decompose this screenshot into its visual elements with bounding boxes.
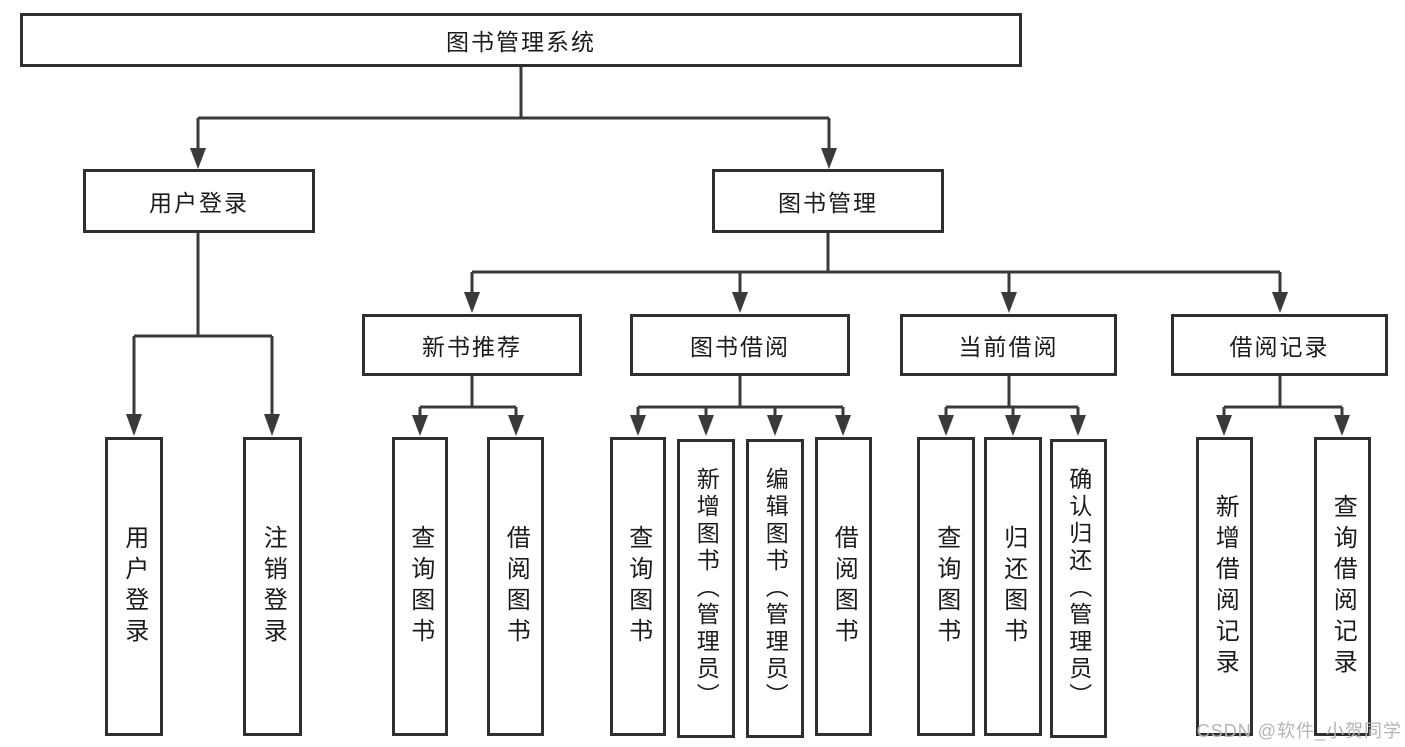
arrowhead-icon xyxy=(126,414,142,436)
leaf-borrow-books-recommend: 借阅图书 xyxy=(487,437,544,736)
node-root-system: 图书管理系统 xyxy=(20,13,1022,67)
leaf-query-borrow-record: 查询借阅记录 xyxy=(1314,437,1371,736)
leaf-confirm-return-admin: 确认归还（管理员） xyxy=(1050,439,1107,738)
arrowhead-icon xyxy=(835,415,851,436)
leaf-query-books-recommend: 查询图书 xyxy=(392,437,448,736)
leaf-query-books-borrowing: 查询图书 xyxy=(610,437,666,736)
arrowhead-icon xyxy=(412,415,428,436)
leaf-add-book-admin: 新增图书（管理员） xyxy=(677,439,735,738)
leaf-user-login: 用户登录 xyxy=(105,437,163,736)
leaf-borrow-books-borrowing: 借阅图书 xyxy=(815,437,872,736)
leaf-add-borrow-record: 新增借阅记录 xyxy=(1196,437,1253,736)
node-new-book-recommend: 新书推荐 xyxy=(362,314,582,376)
arrowhead-icon xyxy=(264,414,280,436)
arrowhead-icon xyxy=(1070,415,1086,436)
arrowhead-icon xyxy=(821,148,837,169)
arrowhead-icon xyxy=(732,292,748,313)
leaf-logout: 注销登录 xyxy=(243,437,302,736)
arrowhead-icon xyxy=(767,415,783,436)
arrowhead-icon xyxy=(1272,292,1288,313)
node-book-borrowing: 图书借阅 xyxy=(630,314,850,376)
arrowhead-icon xyxy=(698,415,714,436)
node-borrowing-records: 借阅记录 xyxy=(1171,314,1388,376)
leaf-edit-book-admin: 编辑图书（管理员） xyxy=(746,439,804,738)
node-book-management: 图书管理 xyxy=(712,169,944,233)
arrowhead-icon xyxy=(630,415,646,436)
connector-current-borrow-split xyxy=(938,376,1086,436)
connector-book-borrow-split xyxy=(630,376,851,436)
arrowhead-icon xyxy=(938,415,954,436)
node-current-borrowing: 当前借阅 xyxy=(900,314,1117,376)
connector-new-book-split xyxy=(412,376,524,436)
arrowhead-icon xyxy=(464,292,480,313)
arrowhead-icon xyxy=(1216,415,1232,436)
arrowhead-icon xyxy=(508,415,524,436)
arrowhead-icon xyxy=(1001,292,1017,313)
arrowhead-icon xyxy=(190,148,206,169)
arrowhead-icon xyxy=(1334,415,1350,436)
connector-user-login-split xyxy=(126,233,280,436)
connector-book-mgmt-split xyxy=(464,233,1288,313)
connector-borrow-record-split xyxy=(1216,376,1350,436)
arrowhead-icon xyxy=(1005,415,1021,436)
leaf-query-books-current: 查询图书 xyxy=(917,437,975,736)
csdn-watermark: CSDN @软件_小贺同学 xyxy=(1196,721,1402,741)
connector-root-split xyxy=(190,67,837,169)
node-user-login: 用户登录 xyxy=(83,169,315,233)
leaf-return-books: 归还图书 xyxy=(984,437,1042,736)
